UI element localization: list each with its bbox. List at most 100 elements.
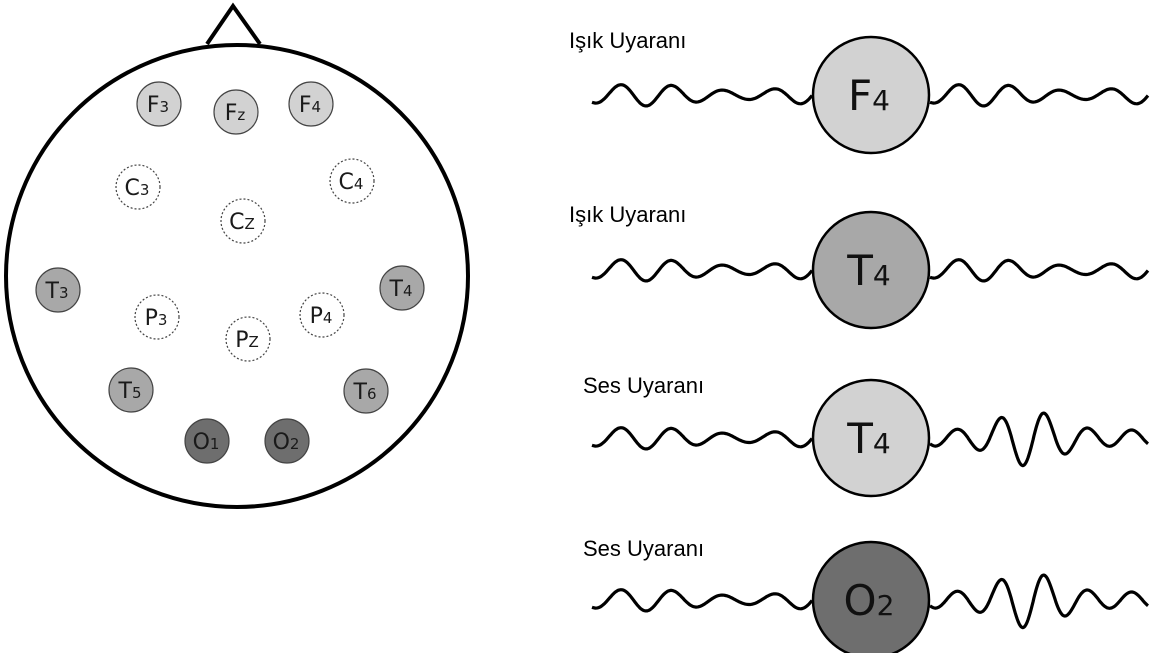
signal-electrode-label: T4 [846,246,890,295]
signal-electrode-sub: 4 [873,259,891,292]
electrode-sub: 4 [312,98,322,116]
electrode-circle [136,81,182,127]
electrode-label: C3 [125,176,150,201]
electrode-circle [35,267,81,313]
nose-marker [205,2,262,46]
signal-electrode [811,210,931,330]
electrode-circle [264,418,310,464]
electrode-pz: PZ [225,316,271,362]
electrode-base: T [45,279,60,304]
electrode-base: C [339,170,354,195]
electrode-label: P4 [310,304,333,329]
electrode-sub: 4 [403,282,413,300]
electrode-c3: C3 [115,164,161,210]
electrode-c4: C4 [329,158,375,204]
signal-electrode [811,540,931,653]
electrode-label: T3 [45,279,69,304]
electrode-sub: 1 [210,435,220,453]
right-wave [929,83,1150,108]
electrode-base: F [299,93,312,118]
electrode-label: F4 [299,93,321,118]
signal-electrode-label: F4 [848,71,890,120]
electrode-p3: P3 [134,294,180,340]
electrode-t6: T6 [343,368,389,414]
electrode-sub: 3 [59,284,69,302]
electrode-base: O [273,430,290,455]
electrode-sub: 4 [354,175,364,193]
electrode-o1: O1 [184,418,230,464]
signal-electrode [811,378,931,498]
electrode-label: T6 [353,380,377,405]
electrode-circle [299,292,345,338]
right-wave [929,573,1149,630]
electrode-base: T [389,277,404,302]
stimulus-label: Ses Uyaranı [583,536,704,561]
electrode-sub: 3 [140,181,150,199]
electrode-circle [288,81,334,127]
left-wave [591,588,814,613]
left-wave [591,426,814,451]
electrode-sub: z [237,106,245,124]
right-wave [929,411,1149,468]
electrode-sub: 3 [160,98,170,116]
electrode-circle [220,198,266,244]
electrode-sub: Z [249,333,259,351]
signal-electrode-label: T4 [846,414,890,463]
electrode-circle [115,164,161,210]
electrode-label: T4 [389,277,413,302]
electrode-base: P [235,328,248,353]
electrode-base: P [310,304,323,329]
electrode-base: P [145,306,158,331]
electrode-base: F [147,93,160,118]
electrode-label: Fz [225,101,246,126]
electrode-label: O1 [193,430,220,455]
electrode-o2: O2 [264,418,310,464]
stimulus-label: Ses Uyaranı [583,373,704,398]
electrode-t3: T3 [35,267,81,313]
electrode-circle [108,367,154,413]
electrode-circle [134,294,180,340]
electrode-label: C4 [339,170,364,195]
stimulus-label: Işık Uyaranı [569,28,686,53]
signal-electrode-base: T [846,246,873,295]
electrode-circle [329,158,375,204]
electrode-base: O [193,430,210,455]
electrode-cz: CZ [220,198,266,244]
electrode-sub: 5 [132,384,142,402]
electrode-label: P3 [145,306,168,331]
electrode-label: O2 [273,430,300,455]
signal-electrode-base: T [846,414,873,463]
signal-electrode-sub: 2 [877,589,895,622]
electrode-sub: 2 [290,435,300,453]
stimulus-label: Işık Uyaranı [569,202,686,227]
electrode-circle [213,89,259,135]
signal-electrode-label: O2 [844,576,895,625]
left-wave [591,83,814,108]
signal-electrode [811,35,931,155]
electrode-t5: T5 [108,367,154,413]
electrode-base: T [118,379,133,404]
signal-electrode-sub: 4 [873,427,891,460]
electrode-sub: 3 [158,311,168,329]
electrode-sub: 4 [323,309,333,327]
signal-electrode-base: O [844,576,877,625]
electrode-fz: Fz [213,89,259,135]
electrode-circle [379,265,425,311]
electrode-circle [343,368,389,414]
electrode-f4: F4 [288,81,334,127]
left-wave [591,258,814,283]
electrode-sub: 6 [367,385,377,403]
electrode-label: T5 [118,379,142,404]
electrode-sub: Z [245,215,255,233]
electrode-circle [225,316,271,362]
electrode-label: CZ [229,210,255,235]
signal-electrode-sub: 4 [872,84,890,117]
electrode-base: F [225,101,238,126]
